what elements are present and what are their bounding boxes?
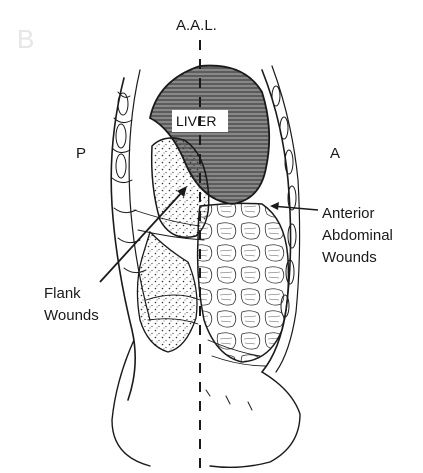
panel-letter: B [17, 24, 34, 54]
flank-wounds-label-2: Wounds [44, 307, 99, 324]
anterior-wounds-label-1: Anterior [322, 205, 375, 222]
flank-wounds-label-1: Flank [44, 285, 81, 302]
pelvis-outline [112, 340, 150, 466]
lower-marks [206, 390, 252, 410]
thigh-outline [210, 372, 300, 467]
posterior-label: P [76, 145, 86, 162]
abdominal-contents [198, 203, 289, 362]
liver-label: LIVER [176, 113, 216, 129]
anterior-label: A [330, 145, 340, 162]
aal-label: A.A.L. [176, 17, 217, 34]
anterior-wounds-label-3: Wounds [322, 249, 377, 266]
anterior-wounds-label-2: Abdominal [322, 227, 393, 244]
lower-posterior-region [137, 232, 197, 352]
